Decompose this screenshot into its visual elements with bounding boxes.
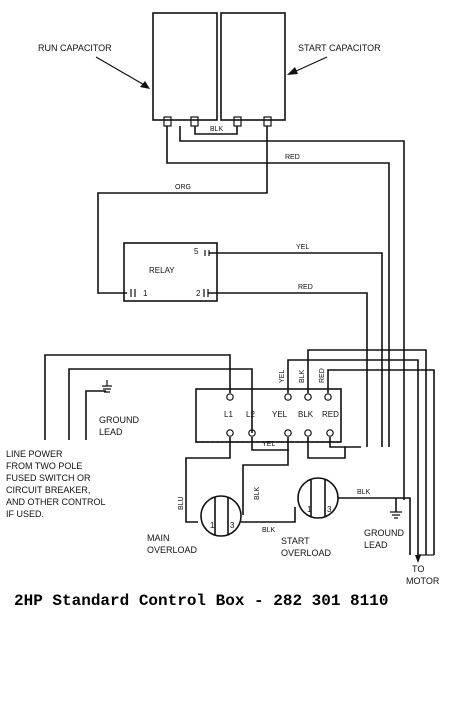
run-capacitor (152, 12, 218, 121)
svg-text:2: 2 (196, 289, 201, 298)
svg-text:YEL: YEL (296, 244, 309, 251)
svg-text:RED: RED (322, 410, 339, 419)
svg-text:OVERLOAD: OVERLOAD (147, 545, 198, 555)
svg-text:GROUND: GROUND (364, 528, 404, 538)
svg-text:RED: RED (319, 368, 326, 383)
svg-text:AND OTHER CONTROL: AND OTHER CONTROL (6, 497, 106, 507)
svg-text:MOTOR: MOTOR (406, 576, 440, 586)
svg-text:RED: RED (298, 284, 313, 291)
terminal-block (195, 388, 342, 443)
start-overload (297, 477, 339, 519)
diagram-caption: 2HP Standard Control Box - 282 301 8110 (14, 592, 388, 610)
main-overload (200, 495, 242, 537)
svg-text:RED: RED (285, 154, 300, 161)
svg-text:BLK: BLK (262, 527, 276, 534)
svg-text:FROM TWO POLE: FROM TWO POLE (6, 461, 82, 471)
svg-text:BLK: BLK (357, 489, 371, 496)
svg-text:L1: L1 (224, 410, 233, 419)
svg-text:IF USED.: IF USED. (6, 509, 44, 519)
svg-text:1: 1 (307, 505, 312, 514)
svg-text:CIRCUIT BREAKER,: CIRCUIT BREAKER, (6, 485, 90, 495)
start-capacitor (220, 12, 286, 121)
svg-text:1: 1 (210, 521, 215, 530)
svg-text:START: START (281, 536, 310, 546)
svg-text:YEL: YEL (272, 410, 288, 419)
svg-text:BLK: BLK (254, 486, 261, 500)
svg-text:BLK: BLK (298, 410, 314, 419)
start-capacitor-label: START CAPACITOR (298, 43, 381, 53)
svg-text:ORG: ORG (175, 184, 191, 191)
svg-text:OVERLOAD: OVERLOAD (281, 548, 332, 558)
svg-text:TO: TO (412, 564, 424, 574)
svg-text:LEAD: LEAD (364, 540, 388, 550)
svg-text:FUSED SWITCH OR: FUSED SWITCH OR (6, 473, 91, 483)
svg-text:1: 1 (143, 289, 148, 298)
svg-text:GROUND: GROUND (99, 415, 139, 425)
svg-text:LEAD: LEAD (99, 427, 123, 437)
relay (123, 242, 218, 302)
svg-text:BLK: BLK (210, 126, 224, 133)
svg-text:L2: L2 (246, 410, 255, 419)
run-capacitor-label: RUN CAPACITOR (38, 43, 112, 53)
svg-text:LINE POWER: LINE POWER (6, 449, 63, 459)
svg-text:MAIN: MAIN (147, 533, 170, 543)
svg-text:BLU: BLU (178, 496, 185, 510)
svg-text:3: 3 (327, 505, 332, 514)
svg-text:5: 5 (194, 247, 199, 256)
svg-text:3: 3 (230, 521, 235, 530)
svg-text:YEL: YEL (279, 370, 286, 383)
relay-label: RELAY (149, 266, 175, 275)
svg-text:YEL: YEL (262, 441, 275, 448)
svg-text:BLK: BLK (299, 369, 306, 383)
